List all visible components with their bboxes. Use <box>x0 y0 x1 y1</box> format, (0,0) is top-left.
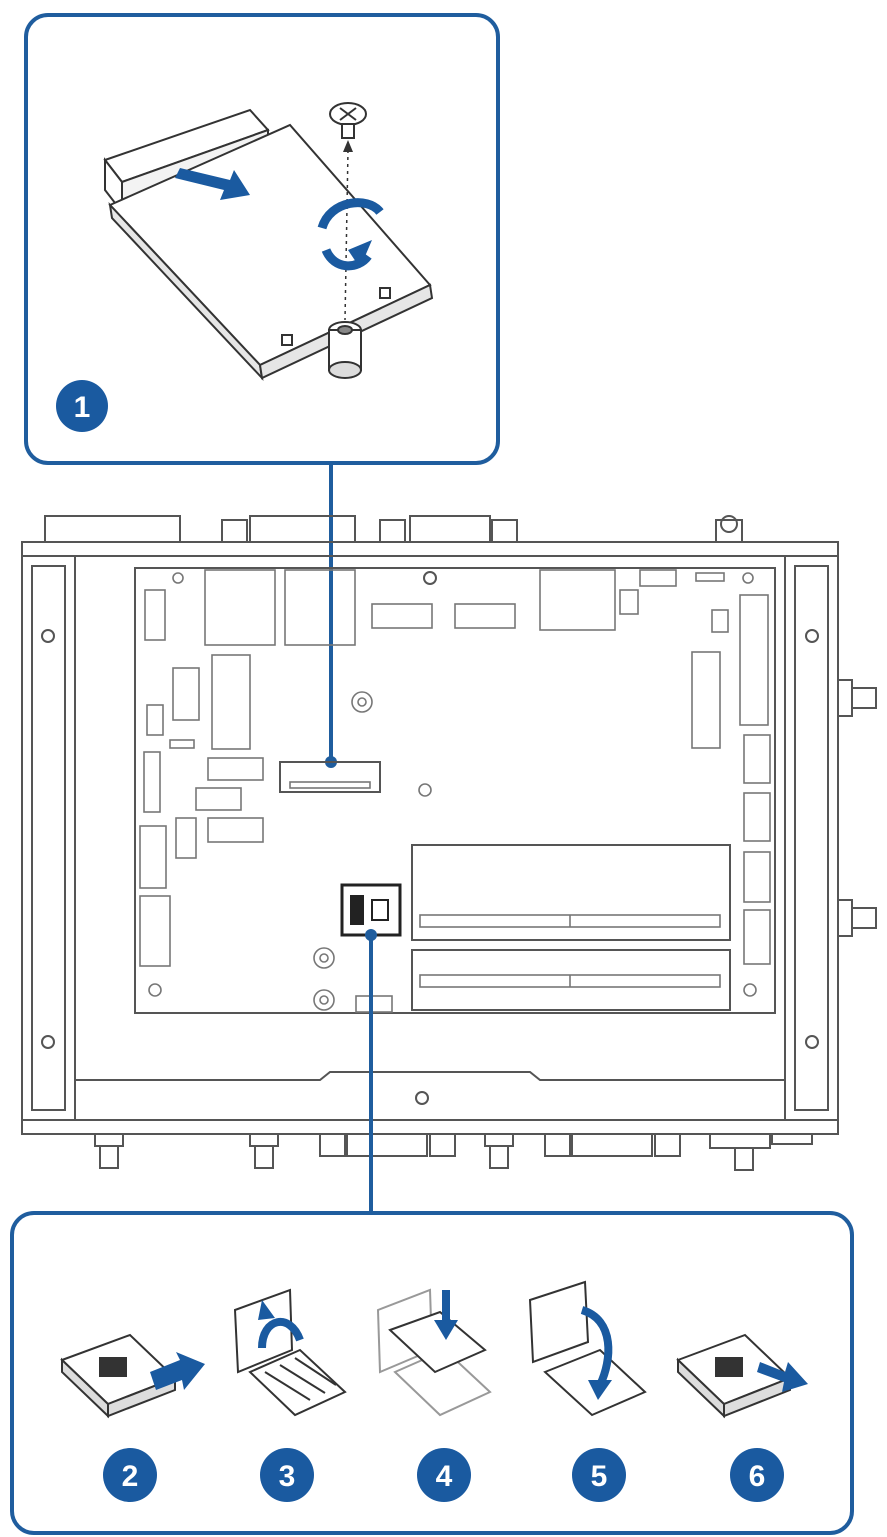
step-badge-6: 6 <box>730 1448 784 1502</box>
sim-tray-illustrations <box>60 1280 808 1419</box>
step-number-1: 1 <box>74 391 91 424</box>
screw-icon <box>329 102 367 139</box>
callout-box-top <box>24 13 500 465</box>
step-badge-3: 3 <box>260 1448 314 1502</box>
slide-arrow-icon <box>175 168 250 200</box>
threaded-posts <box>99 679 877 1171</box>
step-number-5: 5 <box>591 1460 608 1493</box>
sim-slot <box>340 883 402 937</box>
motherboard-components <box>139 569 771 1013</box>
callout-box-bottom <box>10 1211 854 1535</box>
step-number-2: 2 <box>122 1460 139 1493</box>
step-number-4: 4 <box>436 1460 453 1493</box>
step-number-6: 6 <box>749 1460 766 1493</box>
step-badge-4: 4 <box>417 1448 471 1502</box>
step-number-3: 3 <box>279 1460 296 1493</box>
step-badge-5: 5 <box>572 1448 626 1502</box>
chassis-outline <box>21 515 839 1157</box>
step-badge-1: 1 <box>56 380 108 432</box>
m2-card-illustration <box>103 108 434 382</box>
rotate-arrow-icon <box>317 198 384 271</box>
step-badge-2: 2 <box>103 1448 157 1502</box>
